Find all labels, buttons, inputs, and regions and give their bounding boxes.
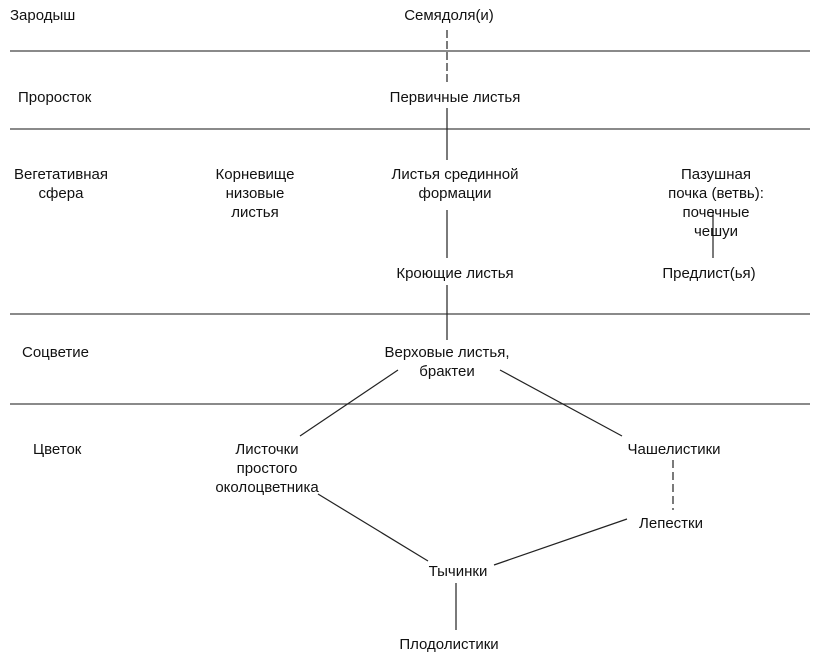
node-stamens: Тычинки: [428, 563, 488, 580]
node-carpels: Плодолистики: [399, 636, 499, 653]
connector-bracts-sepals: [499, 369, 623, 437]
node-primary-leaves: Первичные листья: [389, 89, 521, 106]
node-petals: Лепестки: [639, 515, 703, 532]
node-middle-leaves: Листья срединной формации: [391, 166, 519, 202]
connector-bracts-perianth: [299, 369, 399, 437]
connector-perianth-stamens: [317, 493, 429, 562]
zone-label-vegetative: Вегетативная сфера: [13, 166, 109, 202]
node-prophylls: Предлист(ья): [662, 265, 756, 282]
node-covering-leaves: Кроющие листья: [396, 265, 514, 282]
zone-label-flower: Цветок: [33, 441, 82, 458]
node-perianth: Листочки простого околоцветника: [215, 441, 319, 496]
connector-petals-stamens: [493, 518, 628, 566]
node-axillary-bud: Пазушная почка (ветвь): почечные чешуи: [668, 166, 764, 240]
node-sepals: Чашелистики: [627, 441, 721, 458]
zone-label-seedling: Проросток: [18, 89, 92, 106]
zone-label-inflorescence: Соцветие: [22, 344, 90, 361]
zone-label-embryo: Зародыш: [10, 7, 76, 24]
node-cotyledons: Семядоля(и): [404, 7, 494, 24]
node-rhizome: Корневище низовые листья: [215, 166, 295, 221]
node-bracts: Верховые листья, брактеи: [384, 344, 510, 380]
